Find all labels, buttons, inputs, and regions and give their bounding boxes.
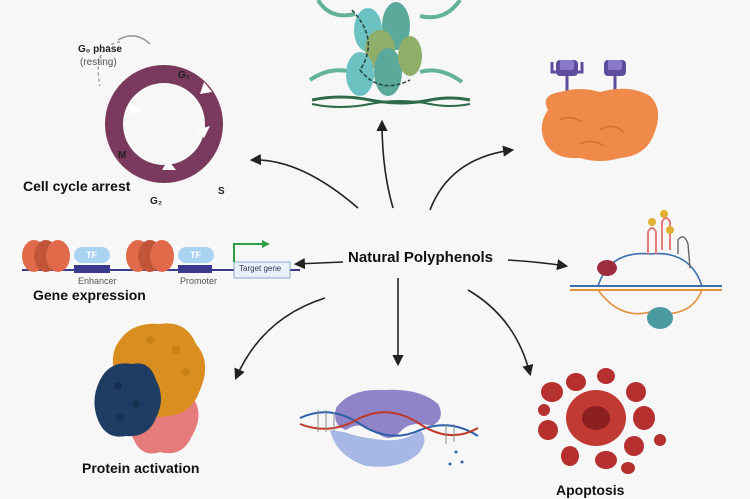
receptor-illustration — [541, 60, 659, 161]
tf-label-1: TF — [86, 250, 97, 260]
target-gene-box — [233, 261, 291, 279]
g0-arc — [117, 35, 151, 45]
checkpoint-marker — [196, 126, 210, 138]
center-label: Natural Polyphenols — [348, 249, 494, 266]
arrow-to-chromatin — [376, 119, 394, 209]
cell-cycle-illustration — [97, 35, 223, 183]
m-label: M — [118, 150, 127, 161]
nucleosome — [22, 240, 70, 272]
g0-phase-label: G₀ phase — [78, 44, 122, 55]
arrow-to-rna-complex — [507, 259, 569, 271]
g1-label: G₁ — [178, 70, 190, 81]
protein-activation-label: Protein activation — [82, 460, 200, 476]
arrow-to-receptor — [429, 145, 515, 211]
g2-label: G₂ — [150, 196, 163, 207]
cell-cycle-label: Cell cycle arrest — [23, 178, 131, 194]
rna-complex-illustration — [570, 210, 722, 329]
g0-note: (resting) — [80, 57, 117, 68]
dna-polymerase-illustration — [299, 389, 479, 467]
promoter-region — [178, 265, 212, 273]
arrow-to-apoptosis — [467, 289, 534, 377]
tf-label-2: TF — [190, 250, 201, 260]
gene-expression-illustration — [22, 240, 300, 279]
arrows — [234, 119, 569, 381]
gene-expression-label: Gene expression — [33, 287, 146, 303]
chromatin-illustration — [308, 0, 471, 108]
target-gene-label: Target gene — [239, 264, 282, 273]
transcription-start-arrow — [233, 243, 262, 262]
arrow-to-cell-cycle — [249, 154, 359, 209]
enhancer-label: Enhancer — [78, 276, 117, 286]
checkpoint-marker — [130, 104, 142, 114]
enhancer-region — [74, 265, 110, 273]
protein-activation-illustration — [94, 323, 206, 454]
nucleosome — [126, 240, 174, 272]
cell-cycle-ring — [105, 65, 223, 183]
checkpoint-marker — [162, 160, 176, 170]
promoter-label: Promoter — [180, 276, 218, 286]
arrow-to-gene-expression — [293, 258, 344, 270]
checkpoint-marker — [200, 82, 212, 94]
apoptosis-illustration — [538, 368, 666, 474]
g0-arrow — [97, 41, 121, 87]
s-label: S — [218, 186, 225, 197]
arrow-to-protein-activation — [234, 297, 326, 381]
apoptosis-label: Apoptosis — [556, 482, 625, 498]
